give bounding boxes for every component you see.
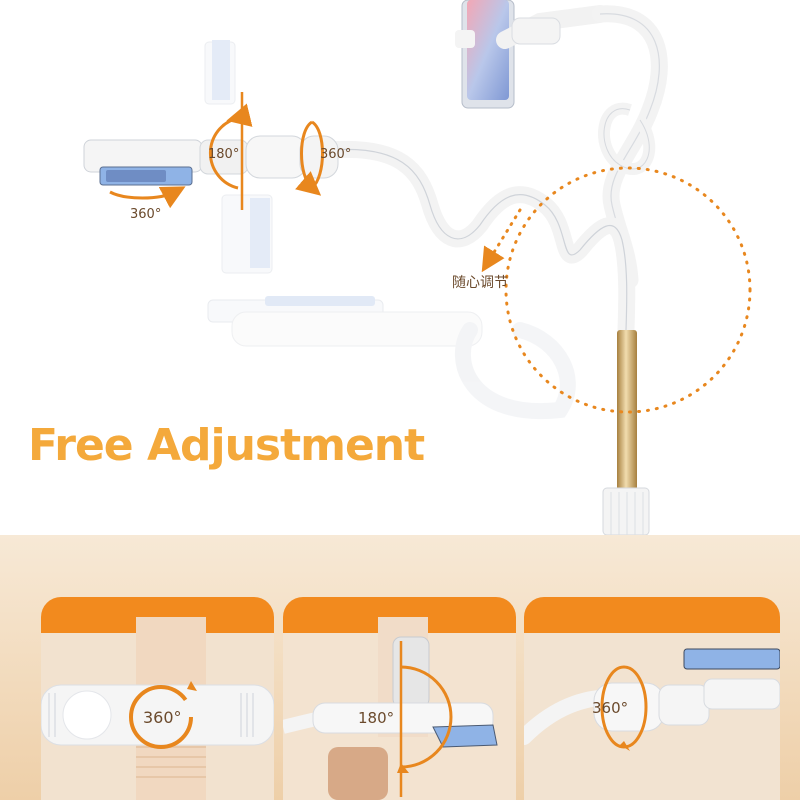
rotate-360-joint-arrow (295, 120, 322, 196)
ghost-clamp-top (204, 40, 236, 105)
panel-label: 360° (143, 708, 182, 727)
label-adjust-freely: 随心调节 (452, 275, 508, 291)
adjustment-dotted-circle (504, 166, 752, 414)
ghost-holder-horizontal (207, 296, 576, 420)
detail-panel-clamp-rotation: 360° (41, 597, 274, 800)
detail-panel-joint-rotation: 360° (524, 597, 780, 800)
panel-label: 360° (592, 699, 628, 717)
label-rotate-360-joint: 360° (320, 147, 351, 162)
rotate-360-icon (129, 685, 193, 749)
panel-label: 180° (358, 709, 394, 727)
rotate-180-icon (400, 665, 453, 769)
hero-illustration: 180° 360° 360° 随心调节 (83, 0, 752, 535)
label-rotate-180: 180° (208, 147, 239, 162)
rotate-360-clamp-arrow (109, 186, 186, 209)
rotate-180-arrow (208, 103, 253, 190)
label-rotate-360-clamp: 360° (130, 207, 161, 222)
top-phone (455, 0, 609, 109)
ghost-clamp-bottom (221, 194, 273, 274)
headline: Free Adjustment (28, 420, 425, 471)
detail-panel-holder-flip: 180° (283, 597, 516, 800)
stand-pole (617, 330, 637, 490)
